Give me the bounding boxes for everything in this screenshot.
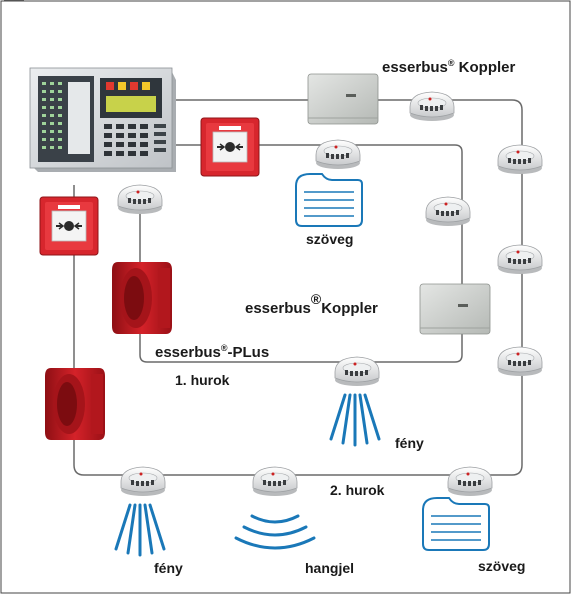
- smoke-detector: [497, 144, 543, 175]
- loop-1-label: 1. hurok: [175, 372, 230, 388]
- smoke-detector: [252, 466, 298, 497]
- coupler-box: [307, 73, 379, 125]
- loop-1-wiring: [139, 144, 463, 363]
- text-label-top: szöveg: [306, 231, 353, 247]
- smoke-detector: [334, 356, 380, 387]
- sound-label: hangjel: [305, 560, 354, 576]
- sounder: [112, 262, 172, 334]
- text-label-bottom: szöveg: [478, 558, 525, 574]
- smoke-detector: [497, 346, 543, 377]
- control-panel: [29, 67, 176, 172]
- smoke-detector: [117, 184, 163, 215]
- smoke-detector: [447, 466, 493, 497]
- light-label-middle: fény: [395, 435, 424, 451]
- manual-call-point: [200, 117, 260, 177]
- smoke-detector: [409, 91, 455, 122]
- loop-2-label: 2. hurok: [330, 482, 385, 498]
- smoke-detector: [315, 139, 361, 170]
- sound-waves-icon: [234, 514, 316, 550]
- smoke-detector: [497, 244, 543, 275]
- sounder: [45, 368, 105, 440]
- text-sign-icon: [422, 497, 490, 551]
- loop-2-wiring: [73, 99, 523, 476]
- esserbus-plus-label: esserbus®-PLus: [155, 343, 269, 361]
- manual-call-point: [39, 196, 99, 256]
- coupler-label-top: esserbus® Koppler: [382, 58, 516, 76]
- text-sign-icon: [295, 173, 363, 227]
- smoke-detector: [425, 196, 471, 227]
- light-label-bottom: fény: [154, 560, 183, 576]
- coupler-box: [419, 283, 491, 335]
- coupler-label-middle: esserbus®Koppler: [245, 291, 378, 317]
- smoke-detector: [120, 466, 166, 497]
